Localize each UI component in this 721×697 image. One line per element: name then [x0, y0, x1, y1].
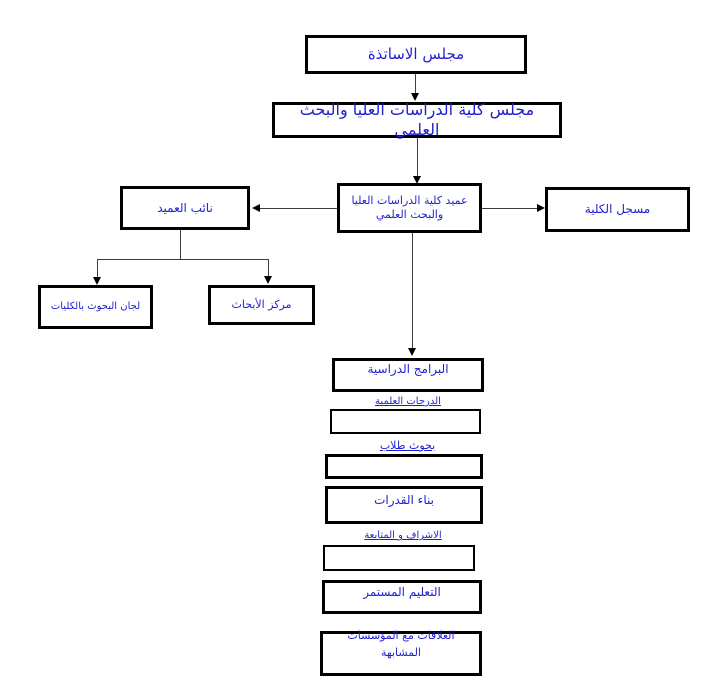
label-supervision-followup: الاشراف و المتابعة: [364, 530, 442, 541]
node-continuing-education: التعليم المستمر: [322, 580, 482, 614]
arrowhead-dean-to-deputy: [252, 204, 260, 212]
connector-dean-to-programs-line: [412, 233, 413, 348]
node-capacity-building-label: بناء القدرات: [374, 493, 434, 507]
node-deputy-dean-label: نائب العميد: [157, 200, 213, 215]
node-dean: عميد كلية الدراسات العليا والبحث العلمي: [337, 183, 482, 233]
label-academic-degrees: الدرجات العلمية: [375, 396, 441, 407]
arrowhead-branch-to-committees: [93, 277, 101, 285]
node-research-committees-label: لجان البحوث بالكليات: [50, 300, 141, 312]
node-similar-institutions-label: العلاقات مع المؤسسات المشابهة: [347, 629, 454, 660]
node-similar-institutions-relations: العلاقات مع المؤسسات المشابهة: [320, 629, 482, 676]
node-continuing-education-label: التعليم المستمر: [363, 585, 441, 599]
node-deputy-dean: نائب العميد: [120, 186, 250, 230]
connector-branch-to-committees-line: [97, 259, 98, 277]
connector-council-to-college-line: [415, 74, 416, 94]
node-research-center: مركز الأبحاث: [208, 285, 315, 325]
connector-dean-to-registrar-line: [482, 208, 537, 209]
arrowhead-council-to-college: [411, 93, 419, 101]
node-academic-degrees-box: [330, 409, 481, 434]
node-study-programs-label: البرامج الدراسية: [367, 362, 449, 376]
connector-branch-to-research-center-line: [268, 259, 269, 276]
connector-college-to-dean-line: [417, 138, 418, 177]
node-research-committees: لجان البحوث بالكليات: [38, 285, 153, 329]
node-supervision-followup-box: [323, 545, 475, 571]
node-professors-council-label: مجلس الاساتذة: [367, 45, 465, 64]
node-dean-label-line2: والبحث العلمي: [375, 208, 444, 221]
node-student-research-box: [325, 454, 483, 479]
node-study-programs: البرامج الدراسية: [332, 358, 484, 392]
node-college-registrar: مسجل الكلية: [545, 187, 690, 232]
node-research-center-label: مركز الأبحاث: [231, 298, 292, 312]
node-capacity-building: بناء القدرات: [325, 486, 483, 524]
node-similar-institutions-label-line2: المشابهة: [381, 645, 421, 659]
arrowhead-branch-to-research-center: [264, 276, 272, 284]
node-college-registrar-label: مسجل الكلية: [584, 202, 651, 216]
node-graduate-studies-council: مجلس كلية الدراسات العليا والبحث العلمي: [272, 100, 562, 139]
arrowhead-dean-to-programs: [408, 348, 416, 356]
connector-deputy-branch-line: [97, 259, 268, 260]
node-similar-institutions-label-line1: العلاقات مع المؤسسات: [347, 629, 455, 642]
connector-dean-to-deputy-line: [260, 208, 337, 209]
connector-deputy-stem-line: [180, 230, 181, 259]
node-dean-label-line1: عميد كلية الدراسات العليا: [351, 194, 468, 208]
node-graduate-studies-council-label: مجلس كلية الدراسات العليا والبحث العلمي: [299, 100, 535, 139]
label-student-research: بحوث طلاب: [379, 439, 436, 452]
node-professors-council: مجلس الاساتذة: [305, 35, 527, 74]
arrowhead-dean-to-registrar: [537, 204, 545, 212]
node-dean-label: عميد كلية الدراسات العليا والبحث العلمي: [351, 194, 467, 222]
arrowhead-college-to-dean: [413, 176, 421, 184]
